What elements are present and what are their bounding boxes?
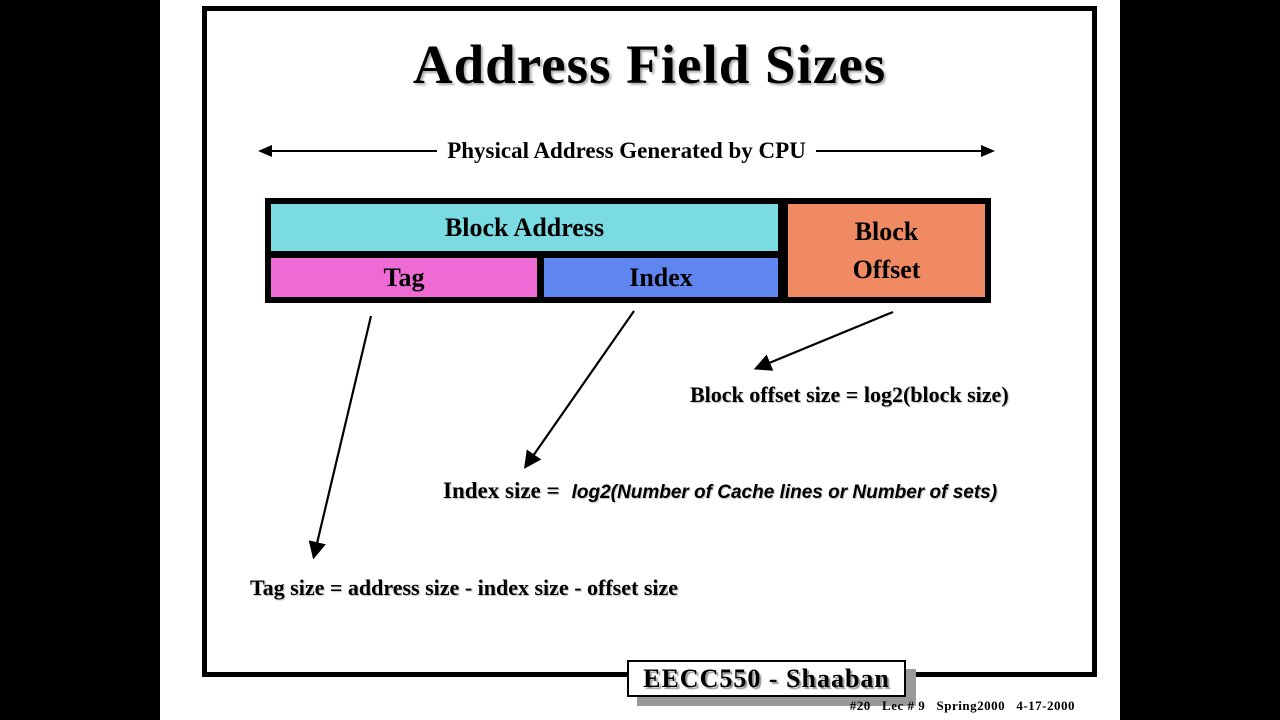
address-fields-diagram: Block Address Tag Index Block Offset [265,198,991,303]
slide-canvas: Address Field Sizes Physical Address Gen… [160,0,1120,720]
block-address-column: Block Address Tag Index [271,204,778,297]
arrow-right-icon [981,145,996,157]
index-formula-prefix: Index size = [443,478,560,503]
block-address-field: Block Address [271,204,778,251]
slide-border: Address Field Sizes Physical Address Gen… [202,6,1097,677]
course-badge: EECC550 - Shaaban [627,660,906,697]
index-field: Index [544,258,778,297]
arrow-line [272,150,438,152]
index-formula-expression: log2(Number of Cache lines or Number of … [571,482,998,503]
block-offset-formula: Block offset size = log2(block size) [690,382,1009,407]
physical-address-span-arrow: Physical Address Generated by CPU [258,138,996,164]
physical-address-label: Physical Address Generated by CPU [447,138,806,163]
index-label: Index [629,262,693,292]
lecture-info: #20 Lec # 9 Spring2000 4-17-2000 [849,698,1075,713]
tag-index-row: Tag Index [271,258,778,297]
arrow-line [815,150,982,152]
tag-size-formula: Tag size = address size - index size - o… [250,575,679,600]
arrow-left-icon [258,145,272,157]
tag-label: Tag [383,262,425,292]
block-offset-field: Block Offset [788,204,985,297]
index-size-formula: Index size = log2(Number of Cache lines o… [443,478,997,504]
tag-field: Tag [271,258,537,297]
block-address-label: Block Address [444,212,605,242]
block-offset-label: Block Offset [852,216,921,284]
slide-title: Address Field Sizes [412,34,887,95]
